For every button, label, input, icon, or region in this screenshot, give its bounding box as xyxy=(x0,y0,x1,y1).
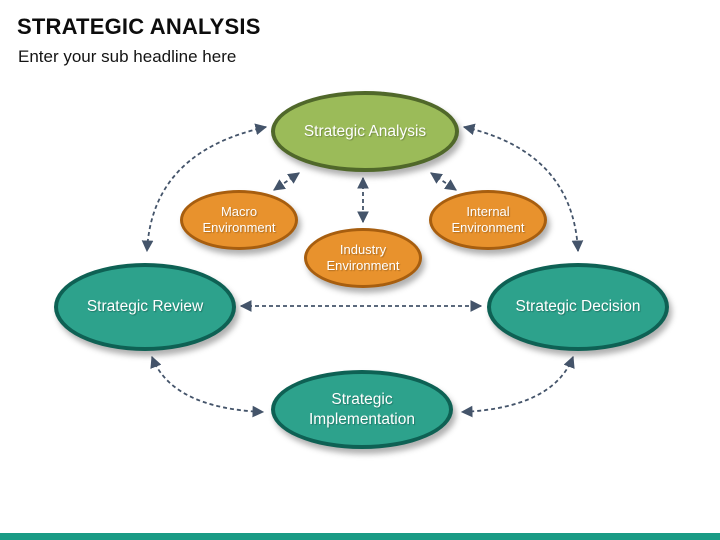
node-strategic-review: Strategic Review xyxy=(54,263,236,351)
node-strategic-review-label: Strategic Review xyxy=(86,298,204,316)
node-strategic-implementation-label: Strategic Implementation xyxy=(309,391,415,428)
node-strategic-decision: Strategic Decision xyxy=(487,263,669,351)
node-strategic-implementation: Strategic Implementation xyxy=(271,370,453,449)
node-strategic-decision-label: Strategic Decision xyxy=(515,298,641,316)
line-analysis-internal xyxy=(430,172,457,191)
arc-review-implementation xyxy=(150,355,265,418)
arc-decision-implementation xyxy=(460,355,575,418)
node-macro-environment: Macro Environment xyxy=(180,190,298,250)
node-internal-environment: Internal Environment xyxy=(429,190,547,250)
slide-subtitle: Enter your sub headline here xyxy=(18,47,237,66)
arc-analysis-review xyxy=(141,123,268,253)
node-industry-environment-label: Industry Environment xyxy=(326,241,400,273)
node-industry-environment: Industry Environment xyxy=(304,228,422,288)
slide-title: STRATEGIC ANALYSIS xyxy=(17,14,261,39)
node-strategic-analysis: Strategic Analysis xyxy=(271,91,459,172)
node-internal-environment-label: Internal Environment xyxy=(451,203,525,235)
line-analysis-macro xyxy=(273,172,300,191)
footer-accent-bar xyxy=(0,533,720,540)
node-macro-environment-label: Macro Environment xyxy=(202,203,276,235)
node-strategic-analysis-label: Strategic Analysis xyxy=(303,122,427,140)
